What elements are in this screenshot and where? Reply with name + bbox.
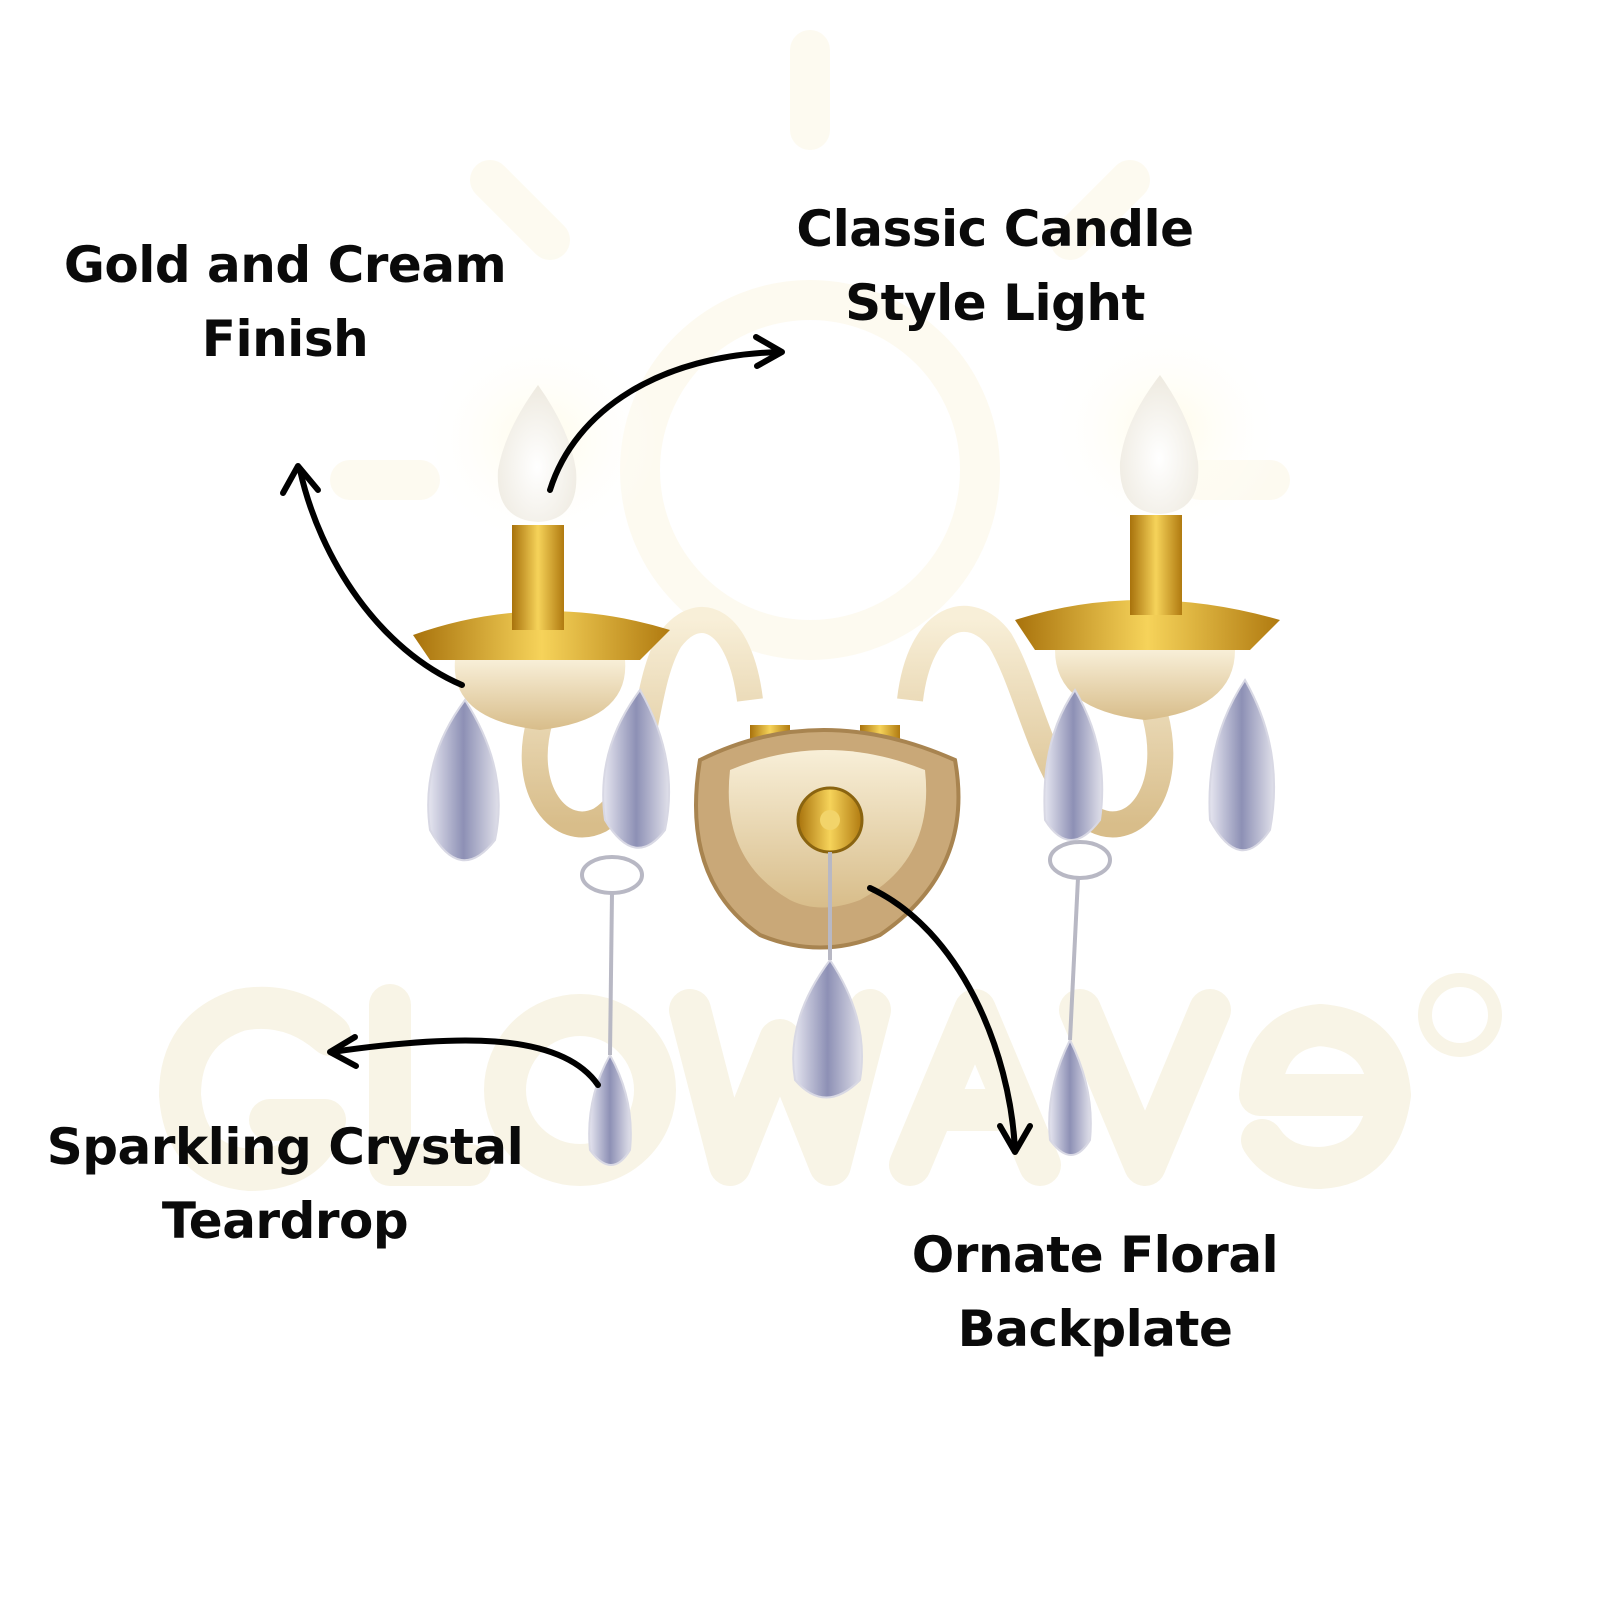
callout-candle-line1: Classic Candle: [796, 200, 1194, 258]
callout-backplate-line2: Backplate: [957, 1300, 1233, 1358]
callout-crystal-line2: Teardrop: [161, 1192, 409, 1250]
candle-bulb-left: [497, 385, 577, 522]
callout-candle-line2: Style Light: [845, 274, 1145, 332]
callout-finish: Gold and Cream Finish: [50, 228, 520, 376]
callout-backplate-line1: Ornate Floral: [911, 1226, 1279, 1284]
callout-crystal: Sparkling Crystal Teardrop: [30, 1110, 540, 1258]
watermark-brand-logo: [159, 973, 1502, 1191]
callout-arrows: [280, 334, 1033, 1155]
candle-bulb-right: [1119, 375, 1199, 514]
sconce-body: [413, 375, 1280, 1166]
arrow-crystal: [329, 1037, 601, 1088]
callout-candle: Classic Candle Style Light: [760, 192, 1230, 340]
arrow-finish: [297, 467, 465, 688]
callout-backplate: Ornate Floral Backplate: [860, 1218, 1330, 1366]
callout-finish-line1: Gold and Cream: [63, 236, 507, 294]
callout-crystal-line1: Sparkling Crystal: [46, 1118, 524, 1176]
callout-finish-line2: Finish: [201, 310, 369, 368]
arrow-backplate: [867, 885, 1018, 1153]
crystal-chains: [580, 840, 1112, 1056]
arrow-candle: [547, 349, 783, 493]
crystal-teardrops: [427, 678, 1276, 1166]
